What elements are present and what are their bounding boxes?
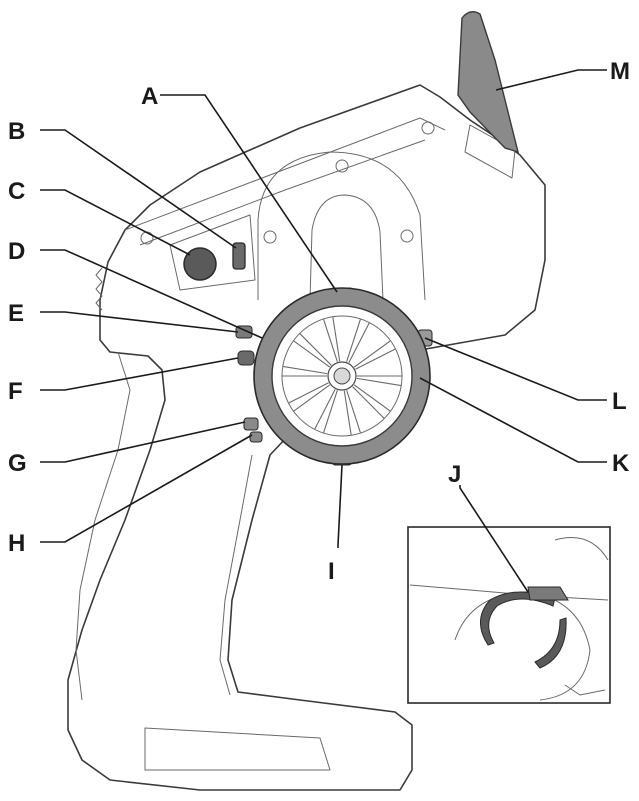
leader-h: [40, 435, 252, 542]
leader-c: [40, 190, 190, 255]
callout-a: A: [141, 83, 158, 110]
callout-m: M: [610, 58, 630, 85]
leader-k: [420, 378, 607, 462]
callout-j: J: [448, 461, 461, 488]
leader-l: [425, 338, 607, 400]
antenna: [458, 12, 518, 152]
callout-l: L: [612, 388, 627, 415]
callout-i: I: [328, 558, 335, 585]
callout-e: E: [8, 300, 24, 327]
trim-knob-g: [244, 418, 258, 430]
callout-f: F: [8, 378, 23, 405]
leader-i: [338, 465, 342, 548]
power-knob: [184, 248, 216, 280]
leader-m: [496, 70, 607, 90]
inset-detail: [408, 527, 610, 703]
steering-wheel: [254, 288, 430, 464]
leader-b: [40, 130, 236, 248]
leader-e: [40, 312, 238, 332]
trim-knob-f: [238, 351, 254, 365]
callout-k: K: [612, 450, 630, 477]
leader-d: [40, 250, 262, 338]
callout-g: G: [8, 450, 27, 477]
callout-d: D: [8, 238, 25, 265]
callout-h: H: [8, 530, 25, 557]
callout-c: C: [8, 178, 25, 205]
leader-f: [40, 358, 238, 390]
trim-knob-h: [250, 432, 262, 442]
callout-b: B: [8, 118, 25, 145]
